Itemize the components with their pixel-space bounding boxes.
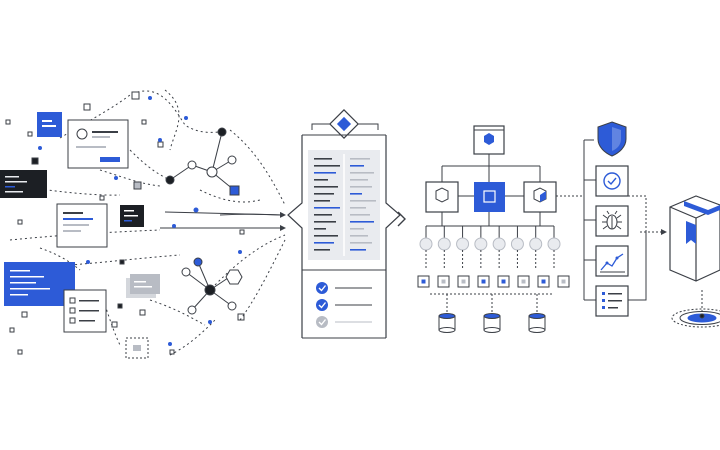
trend-chart-icon	[600, 253, 625, 273]
check-circle-icon	[603, 172, 621, 190]
document-text-lines	[314, 158, 376, 251]
chevron-right-icon	[397, 211, 406, 227]
trend-card	[595, 245, 629, 277]
check-circle-icon	[316, 316, 328, 328]
bug-card	[595, 205, 629, 237]
packaged-output	[669, 195, 720, 328]
doc-line-left	[314, 249, 330, 251]
node-graph-top	[165, 127, 240, 196]
node-graph-bottom	[181, 257, 243, 315]
circle-node	[437, 237, 451, 251]
tree-branch-nodes	[419, 226, 561, 270]
dashed-placeholder	[125, 337, 149, 359]
cube-icon-left	[425, 181, 459, 213]
doc-line-left	[314, 172, 336, 174]
doc-line-right	[350, 165, 364, 167]
converging-arrows	[160, 211, 286, 231]
circle-node	[419, 237, 433, 251]
shield-icon	[597, 121, 627, 157]
doc-line-left	[314, 242, 334, 244]
tree-leaf-cards	[417, 275, 570, 295]
hierarchy-tree	[417, 125, 584, 333]
leaf-marker	[501, 279, 506, 284]
blue-code-window	[4, 262, 75, 306]
list-icon	[602, 292, 622, 309]
placeholder-fill	[133, 345, 141, 351]
cube-icon-center	[474, 182, 505, 212]
doc-line-right	[350, 235, 368, 237]
database-base	[438, 327, 456, 333]
tree-connectors	[426, 154, 584, 227]
scattered-inputs	[0, 89, 286, 359]
security-panel	[583, 121, 667, 317]
checklist	[316, 282, 372, 328]
doc-line-left	[314, 207, 340, 209]
database-base	[528, 327, 546, 333]
leaf-marker	[461, 279, 466, 284]
doc-line-right	[350, 179, 368, 181]
database-base	[483, 327, 501, 333]
funnel-processor	[287, 109, 406, 339]
doc-line-right	[350, 193, 362, 195]
doc-line-left	[314, 200, 330, 202]
doc-line-right	[350, 172, 374, 174]
doc-line-left	[314, 179, 328, 181]
dark-mini-card	[120, 205, 144, 227]
leaf-marker	[561, 279, 566, 284]
tree-databases	[438, 294, 546, 333]
accent-dots	[38, 96, 242, 346]
doc-line-right	[350, 249, 366, 251]
database-icon	[528, 313, 546, 319]
check-circle-icon	[316, 299, 328, 311]
doc-line-right	[350, 186, 372, 188]
leaf-marker	[541, 279, 546, 284]
profile-card	[67, 119, 129, 169]
circle-node	[456, 237, 470, 251]
doc-line-right	[350, 242, 372, 244]
dark-code-window	[0, 170, 47, 198]
circle-node	[474, 237, 488, 251]
database-icon	[483, 313, 501, 319]
doc-line-left	[314, 165, 340, 167]
doc-line-left	[314, 186, 338, 188]
bug-icon	[602, 210, 622, 230]
leaf-marker	[521, 279, 526, 284]
diamond-icon	[329, 109, 359, 139]
cube-icon	[473, 125, 505, 155]
doc-line-right	[350, 158, 370, 160]
list-card-right	[595, 285, 629, 317]
doc-line-right	[350, 228, 364, 230]
doc-line-right	[350, 214, 370, 216]
doc-line-left	[314, 221, 336, 223]
doc-line-right	[350, 200, 376, 202]
gray-stacked-cards	[126, 274, 160, 298]
doc-line-left	[314, 228, 326, 230]
circle-node	[547, 237, 561, 251]
box-icon	[669, 195, 720, 282]
list-card	[63, 289, 107, 333]
circle-node	[510, 237, 524, 251]
leaf-marker	[481, 279, 486, 284]
doc-line-left	[314, 193, 334, 195]
middle-document-card	[56, 203, 108, 248]
doc-line-left	[314, 214, 332, 216]
doc-line-right	[350, 207, 366, 209]
leaf-marker	[421, 279, 426, 284]
leaf-marker	[441, 279, 446, 284]
check-circle-icon	[316, 282, 328, 294]
target-icon	[671, 290, 720, 328]
blue-document-card	[37, 112, 62, 137]
doc-line-right	[350, 221, 374, 223]
check-card	[595, 165, 629, 197]
doc-line-left	[314, 235, 338, 237]
circle-node	[492, 237, 506, 251]
scattered-bits	[5, 91, 245, 355]
cube-icon-right	[523, 181, 557, 213]
database-icon	[438, 313, 456, 319]
doc-line-left	[314, 158, 332, 160]
circle-node	[529, 237, 543, 251]
